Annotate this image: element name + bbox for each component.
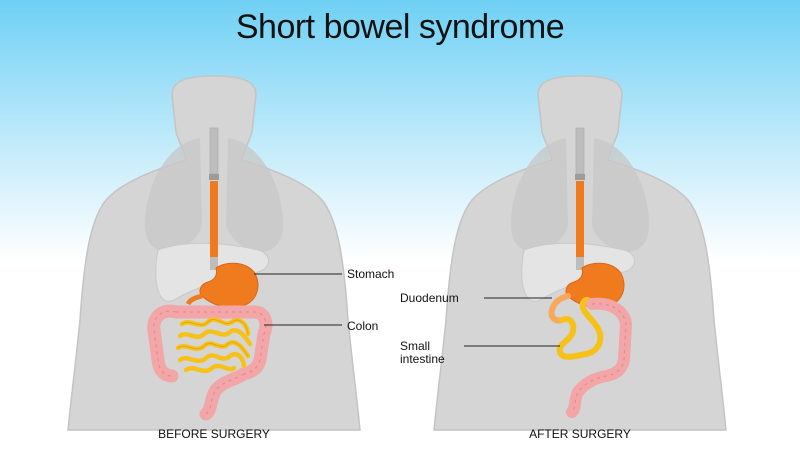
esophagus (576, 181, 584, 257)
left-lung (145, 138, 202, 252)
esophagus (210, 181, 218, 257)
esophagus-valve (209, 174, 219, 180)
small-intestine-label: Small intestine (400, 340, 460, 366)
before-surgery-caption: BEFORE SURGERY (114, 427, 314, 441)
after-surgery-caption: AFTER SURGERY (480, 427, 680, 441)
colon-label: Colon (347, 320, 378, 333)
left-lung (511, 138, 568, 252)
duodenum-label: Duodenum (400, 292, 459, 305)
esophagus-valve (575, 174, 585, 180)
after-panel (434, 76, 726, 430)
right-lung (226, 138, 283, 252)
stomach-label: Stomach (347, 268, 394, 281)
trachea (576, 128, 584, 174)
trachea (210, 128, 218, 174)
before-panel (68, 76, 360, 430)
right-lung (592, 138, 649, 252)
